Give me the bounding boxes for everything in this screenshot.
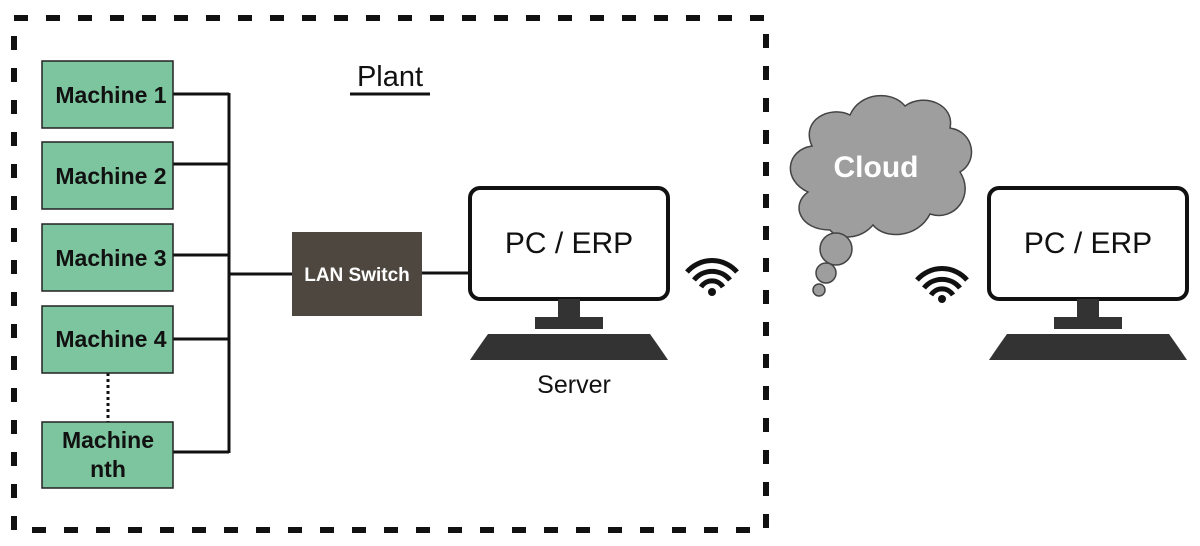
remote-monitor-icon xyxy=(987,186,1189,360)
lan-switch: LAN Switch xyxy=(292,232,422,316)
cloud-icon xyxy=(789,94,973,297)
machine-3: Machine 3 xyxy=(41,223,174,292)
machine-2-label: Machine 2 xyxy=(55,163,166,189)
machine-nth-label-line1: Machine xyxy=(62,427,154,453)
machine-1-label: Machine 1 xyxy=(55,82,166,108)
machine-4-label: Machine 4 xyxy=(55,326,166,352)
machine-3-label: Machine 3 xyxy=(55,245,166,271)
machine-4: Machine 4 xyxy=(41,305,174,374)
cloud-label: Cloud xyxy=(834,151,919,184)
machine-nth-label-line2: nth xyxy=(90,456,126,482)
lan-switch-label: LAN Switch xyxy=(304,265,410,286)
machine-2: Machine 2 xyxy=(41,141,174,210)
machine-nth: Machine nth xyxy=(41,421,174,489)
wifi-icon xyxy=(915,266,969,303)
server-screen-label: PC / ERP xyxy=(505,227,633,260)
server-monitor-icon xyxy=(468,186,670,360)
server-caption: Server xyxy=(537,371,611,399)
plant-boundary xyxy=(11,15,769,533)
wifi-icon xyxy=(685,258,739,296)
machine-1: Machine 1 xyxy=(41,60,174,129)
plant-title: Plant xyxy=(357,61,423,93)
bus-wiring xyxy=(173,92,470,454)
remote-screen-label: PC / ERP xyxy=(1024,227,1152,260)
